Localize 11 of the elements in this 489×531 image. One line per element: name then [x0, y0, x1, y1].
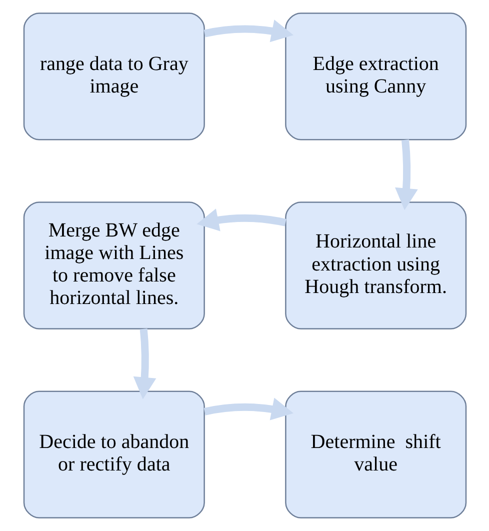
arrow — [132, 328, 156, 400]
node-box: Edge extraction using Canny — [284, 12, 466, 140]
node-box: Determine shift value — [284, 390, 466, 518]
arrow — [203, 20, 293, 42]
node-box: range data to Gray image — [22, 12, 204, 140]
arrow — [203, 398, 293, 420]
arrow — [196, 208, 286, 232]
node-box: Decide to abandon or rectify data — [22, 390, 204, 518]
node-box: Merge BW edge image with Lines to remove false horizontal lines. — [22, 202, 204, 330]
node-box: Horizontal line extraction using Hough transform. — [284, 202, 466, 330]
arrow — [394, 139, 418, 210]
